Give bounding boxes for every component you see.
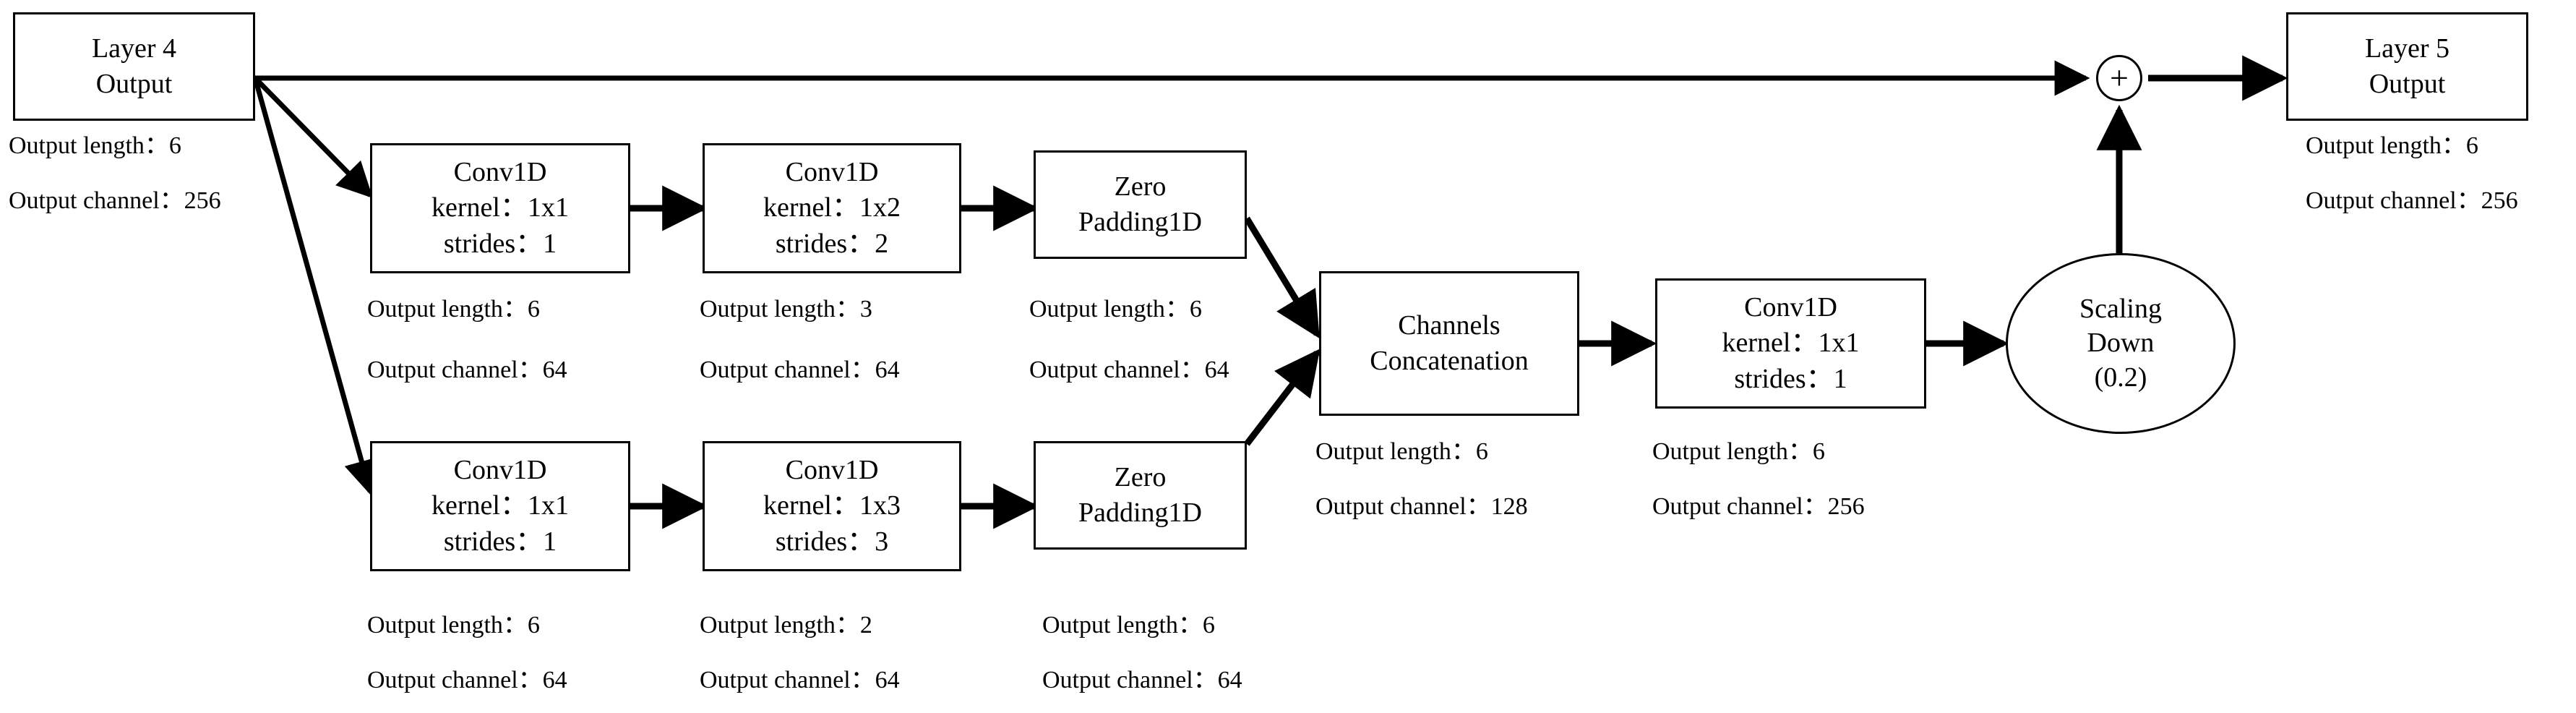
node-scaling-down[interactable]: Scaling Down (0.2) [2006, 253, 2236, 434]
node-scaling-line2: Down [2087, 328, 2155, 359]
node-concat-line1: Channels [1398, 309, 1500, 341]
node-concat-line2: Concatenation [1370, 346, 1529, 376]
node-top-conv-a-line1: Conv1D [453, 156, 547, 187]
node-bottom-conv1d-1x3[interactable]: Conv1D kernel：1x3 strides：3 [703, 441, 961, 571]
node-bottom-conv-b-line3: strides：3 [775, 526, 889, 557]
caption-layer4-output-channel: Output channel：256 [9, 187, 221, 214]
node-bottom-conv-a-line3: strides：1 [443, 526, 557, 557]
caption-layer4-output-length: Output length：6 [9, 132, 181, 159]
node-top-conv1d-1x2[interactable]: Conv1D kernel：1x2 strides：2 [703, 143, 961, 273]
node-bottom-zeropadding1d[interactable]: Zero Padding1D [1034, 441, 1247, 550]
caption-bottom-conv-a-output-length: Output length：6 [367, 612, 540, 639]
node-scaling-line1: Scaling [2079, 294, 2162, 325]
node-final-conv-line1: Conv1D [1744, 291, 1837, 323]
node-layer5-line2: Output [2369, 69, 2446, 99]
node-bottom-zeropad-line2: Padding1D [1078, 498, 1202, 528]
node-top-zeropad-line1: Zero [1114, 171, 1167, 202]
caption-bottom-conv-b-output-channel: Output channel：64 [700, 667, 900, 693]
node-layer4-line1: Layer 4 [91, 33, 177, 64]
node-top-conv1d-1x1[interactable]: Conv1D kernel：1x1 strides：1 [370, 143, 630, 273]
caption-bottom-conv-b-output-length: Output length：2 [700, 612, 872, 639]
node-top-zeropadding1d[interactable]: Zero Padding1D [1034, 150, 1247, 259]
caption-top-conv-a-output-length: Output length：6 [367, 296, 540, 323]
caption-top-conv-b-output-length: Output length：3 [700, 296, 872, 323]
node-top-conv-a-line3: strides：1 [443, 228, 557, 259]
caption-top-conv-a-output-channel: Output channel：64 [367, 356, 567, 383]
node-final-conv1d-1x1[interactable]: Conv1D kernel：1x1 strides：1 [1655, 278, 1926, 409]
node-layer4-output[interactable]: Layer 4 Output [13, 12, 255, 121]
node-top-conv-a-line2: kernel：1x1 [432, 192, 569, 223]
caption-concat-output-length: Output length：6 [1315, 438, 1488, 465]
node-bottom-conv-a-line1: Conv1D [453, 454, 547, 485]
node-channels-concatenation[interactable]: Channels Concatenation [1319, 271, 1579, 416]
node-top-conv-b-line1: Conv1D [785, 156, 879, 187]
node-top-conv-b-line3: strides：2 [775, 228, 889, 259]
caption-bottom-zeropad-output-length: Output length：6 [1042, 612, 1215, 639]
plus-icon: + [2110, 59, 2129, 96]
node-bottom-conv-b-line1: Conv1D [785, 454, 879, 485]
node-bottom-conv-a-line2: kernel：1x1 [432, 490, 569, 521]
edge-layer4-to-bottom-conv-a [252, 77, 379, 496]
caption-bottom-zeropad-output-channel: Output channel：64 [1042, 667, 1242, 693]
node-scaling-line3: (0.2) [2094, 362, 2147, 393]
node-bottom-conv1d-1x1[interactable]: Conv1D kernel：1x1 strides：1 [370, 441, 630, 571]
edge-layer4-to-top-conv-a [253, 76, 373, 198]
node-top-conv-b-line2: kernel：1x2 [763, 192, 901, 223]
node-top-zeropad-line2: Padding1D [1078, 207, 1202, 237]
caption-top-zeropad-output-length: Output length：6 [1029, 296, 1202, 323]
edge-bottom-zeropad-to-concat [1244, 349, 1321, 446]
caption-layer5-output-length: Output length：6 [2306, 132, 2478, 159]
caption-layer5-output-channel: Output channel：256 [2306, 187, 2518, 214]
node-layer4-line2: Output [95, 69, 173, 99]
caption-top-conv-b-output-channel: Output channel：64 [700, 356, 900, 383]
node-layer5-output[interactable]: Layer 5 Output [2286, 12, 2528, 121]
node-final-conv-line2: kernel：1x1 [1722, 328, 1860, 359]
node-bottom-zeropad-line1: Zero [1114, 461, 1167, 492]
node-layer5-line1: Layer 5 [2364, 33, 2450, 64]
caption-concat-output-channel: Output channel：128 [1315, 493, 1528, 520]
node-bottom-conv-b-line2: kernel：1x3 [763, 490, 901, 521]
caption-top-zeropad-output-channel: Output channel：64 [1029, 356, 1229, 383]
caption-bottom-conv-a-output-channel: Output channel：64 [367, 667, 567, 693]
edge-top-zeropad-to-concat [1244, 216, 1320, 339]
node-residual-sum[interactable]: + [2096, 55, 2142, 101]
node-final-conv-line3: strides：1 [1734, 363, 1847, 394]
caption-final-conv-output-channel: Output channel：256 [1652, 493, 1865, 520]
caption-final-conv-output-length: Output length：6 [1652, 438, 1825, 465]
